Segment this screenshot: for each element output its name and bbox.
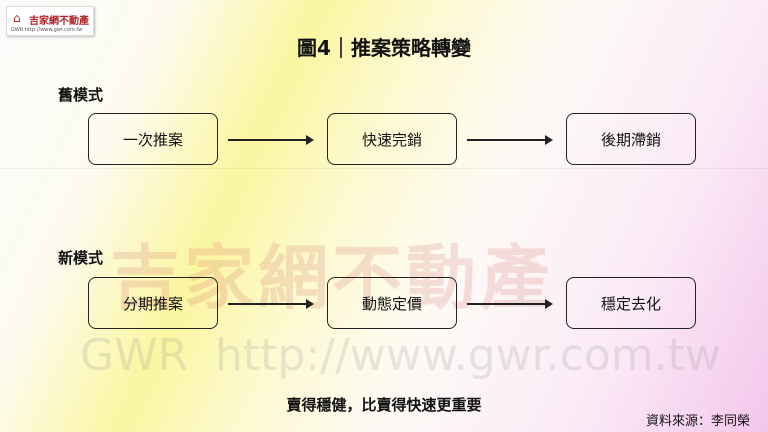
arrow	[467, 135, 553, 145]
source: 資料來源：李同榮	[645, 414, 750, 429]
divider	[0, 168, 768, 169]
arrow	[228, 299, 314, 309]
new-step-3: 穩定去化	[566, 277, 696, 329]
old-step-1: 一次推案	[88, 113, 218, 165]
arrow	[467, 299, 553, 309]
arrow	[228, 135, 314, 145]
new-model-label: 新模式	[58, 249, 104, 267]
logo-url: GWR http://www.gwr.com.tw	[11, 27, 83, 33]
logo: ⌂ 吉家網不動產 GWR http://www.gwr.com.tw	[6, 6, 94, 36]
new-step-2: 動態定價	[327, 277, 457, 329]
old-step-2: 快速完銷	[327, 113, 457, 165]
new-step-1: 分期推案	[88, 277, 218, 329]
old-step-3: 後期滯銷	[566, 113, 696, 165]
watermark-brand: GWR	[80, 330, 189, 381]
caption: 賣得穩健，比賣得快速更重要	[286, 396, 482, 414]
house-icon: ⌂	[13, 11, 21, 25]
watermark-url: http://www.gwr.com.tw	[215, 330, 721, 381]
page-title: 圖4｜推案策略轉變	[297, 36, 471, 60]
old-model-label: 舊模式	[58, 86, 104, 104]
logo-name: 吉家網不動產	[29, 16, 89, 27]
